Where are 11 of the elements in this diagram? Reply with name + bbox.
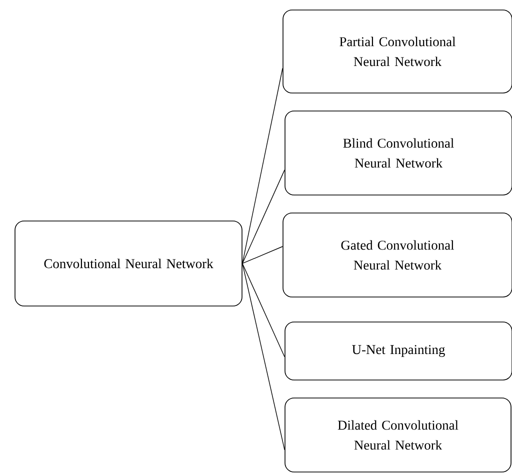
connector-line bbox=[242, 263, 285, 358]
process-box: Convolutional Neural Network bbox=[14, 220, 242, 306]
connector-line bbox=[242, 170, 285, 264]
process-box: Gated Convolutional Neural Network bbox=[282, 212, 512, 298]
connector-line bbox=[242, 68, 283, 264]
process-box: U-Net Inpainting bbox=[284, 322, 512, 380]
connector-line bbox=[242, 263, 285, 450]
process-box: Partial Convolutional Neural Network bbox=[282, 10, 512, 94]
process-box: Dilated Convolutional Neural Network bbox=[284, 398, 512, 472]
connector-line bbox=[242, 246, 283, 264]
process-box: Blind Convolutional Neural Network bbox=[284, 110, 512, 196]
